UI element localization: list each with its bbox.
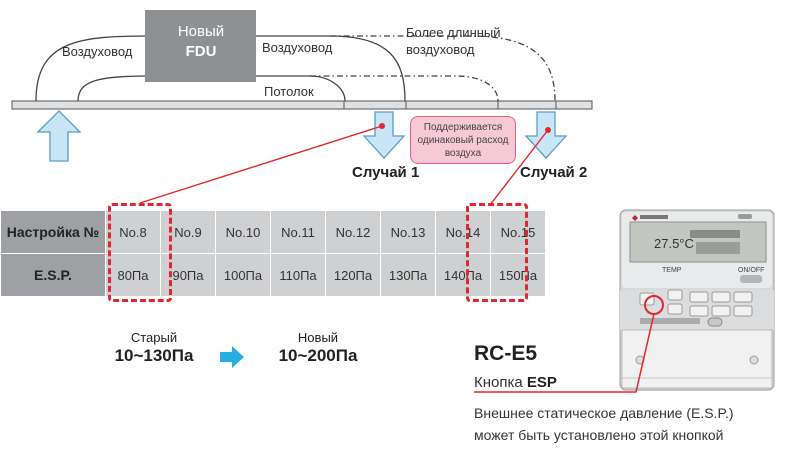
esp-description: Внешнее статическое давление (E.S.P.) мо… [474,405,734,443]
highlight-no15 [466,203,528,302]
setting-cell: No.12 [325,210,381,254]
setting-cell: No.11 [270,210,326,254]
old-range-value: 10~130Па [114,346,194,365]
table-row-esp: E.S.P. 80Па 90Па 100Па 110Па 120Па 130Па… [0,253,546,297]
esp-cell: 110Па [270,253,326,297]
esp-cell: 130Па [380,253,436,297]
table-row-setting: Настройка № No.8 No.9 No.10 No.11 No.12 … [0,210,546,254]
esp-cell: 150Па [490,253,546,297]
esp-cell: 140Па [435,253,491,297]
remote-controller-icon: 27.5°C TEMP ON/OFF [619,209,775,391]
esp-cell: 120Па [325,253,381,297]
case1-arrow-icon [362,111,406,159]
esp-button-label: Кнопка ESP [474,374,557,391]
remote-model: RC-E5 [474,342,538,365]
svg-text:TEMP: TEMP [662,267,682,274]
setting-cell: No.14 [435,210,491,254]
esp-cell: 100Па [215,253,271,297]
header-esp: E.S.P. [0,253,106,297]
esp-pointer-line [474,313,655,393]
longer-duct-outer [330,35,556,102]
ceiling-board [11,100,593,110]
ceiling-label: Потолок [264,84,314,99]
svg-text:ON/OFF: ON/OFF [738,267,764,274]
longer-duct-inner [310,75,499,102]
outlet-box-2 [497,100,557,110]
setting-cell: No.13 [380,210,436,254]
fdu-label: Новый FDU [177,23,225,60]
inlet-arrow-icon [36,110,82,162]
airflow-note: Поддерживается одинаковый расход воздуха [410,116,516,164]
outlet-box-1 [343,100,407,110]
setting-cell: No.15 [490,210,546,254]
esp-cell: 80Па [105,253,161,297]
new-range-label: Новый [297,330,339,345]
remote-display-temp: 27.5°C [654,236,694,251]
new-range-value: 10~200Па [278,346,358,365]
longer-duct-label: Более длинный воздуховод [406,25,501,57]
highlight-no8 [108,203,172,302]
old-range-label: Старый [130,330,178,345]
setting-cell: No.10 [215,210,271,254]
setting-cell: No.8 [105,210,161,254]
duct-right-label: Воздуховод [262,40,333,55]
esp-table: Настройка № No.8 No.9 No.10 No.11 No.12 … [0,210,546,297]
duct-left-label: Воздуховод [62,44,133,59]
case1-label: Случай 1 [352,164,420,181]
header-setting: Настройка № [0,210,106,254]
pointer-case1 [139,125,383,204]
pointer-case2 [489,129,549,206]
case2-label: Случай 2 [520,164,588,181]
range-arrow-icon [220,346,244,368]
fdu-unit [145,10,256,82]
